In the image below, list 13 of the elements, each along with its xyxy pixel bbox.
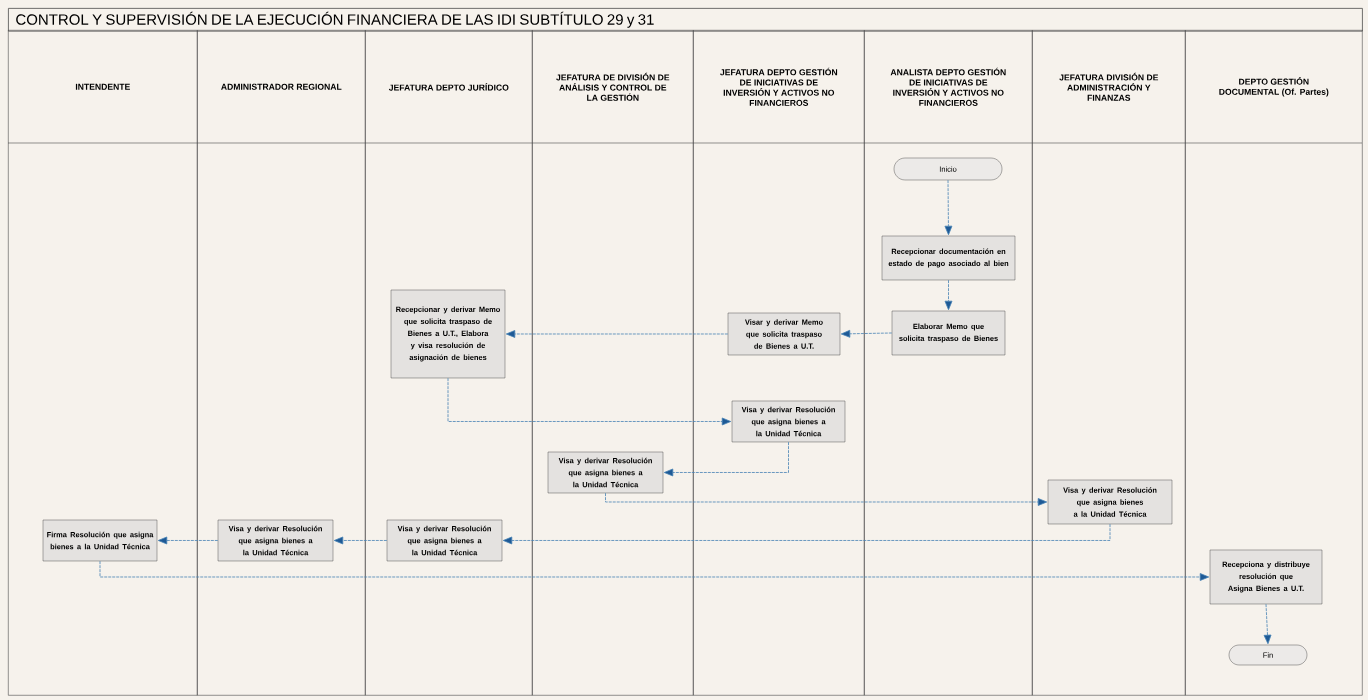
- arrow: [99, 560, 1210, 581]
- arrow: [663, 441, 789, 477]
- arrow: [605, 492, 1048, 506]
- arrow: [505, 330, 729, 338]
- arrow: [944, 279, 953, 311]
- arrow: [944, 179, 953, 236]
- title-bar: CONTROL Y SUPERVISIÓN DE LA EJECUCIÓN FINANCIERA DE LAS IDI SUBTÍTULO 29 y 31: [8, 8, 1363, 32]
- arrow: [333, 536, 388, 545]
- arrow: [840, 329, 893, 338]
- arrow: [502, 523, 1111, 545]
- arrow: [157, 536, 219, 545]
- arrow: [1263, 603, 1272, 645]
- arrow: [447, 377, 732, 426]
